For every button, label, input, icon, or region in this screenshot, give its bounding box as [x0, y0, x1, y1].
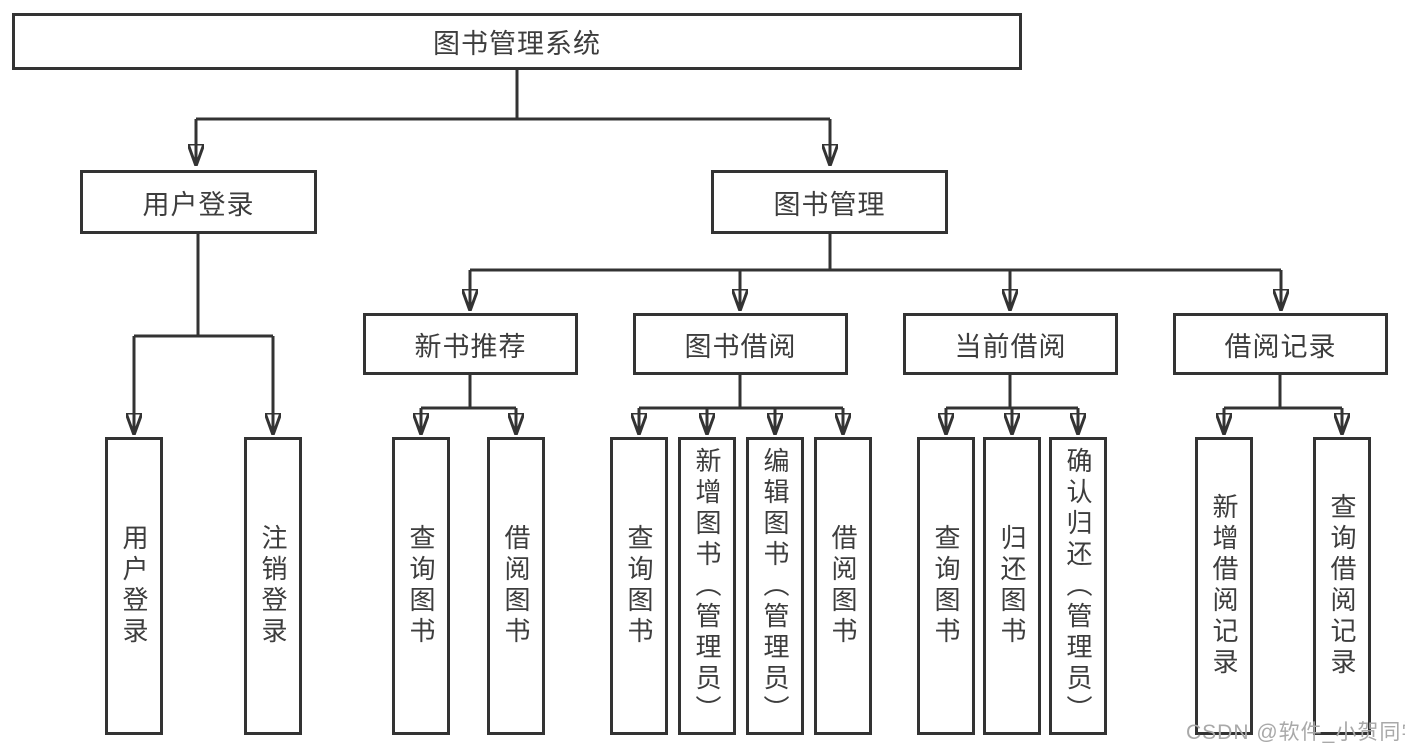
leaf-query-borrow-record: 查询借阅记录	[1313, 437, 1371, 735]
node-label: 用户登录	[119, 524, 149, 648]
leaf-borrow-books-new-book: 借阅图书	[487, 437, 545, 735]
node-new-book-recommend: 新书推荐	[363, 313, 578, 375]
node-label: 图书管理	[773, 189, 886, 220]
node-label: 注销登录	[258, 524, 288, 648]
node-label: 借阅图书	[501, 524, 531, 648]
node-label: 用户登录	[142, 189, 255, 220]
leaf-confirm-return-admin: 确认归还（管理员）	[1049, 437, 1107, 735]
node-label: 图书借阅	[684, 331, 797, 362]
node-current-borrowing: 当前借阅	[903, 313, 1118, 375]
node-label: 查询图书	[406, 524, 436, 648]
node-library-system: 图书管理系统	[12, 13, 1022, 70]
connector-book-management	[470, 234, 1281, 309]
leaf-add-books-admin: 新增图书（管理员）	[678, 437, 736, 735]
leaf-user-login: 用户登录	[105, 437, 163, 735]
leaf-query-books-new-book: 查询图书	[392, 437, 450, 735]
node-label: 确认归还（管理员）	[1063, 446, 1093, 726]
node-label: 查询图书	[931, 524, 961, 648]
node-book-borrowing: 图书借阅	[633, 313, 848, 375]
leaf-query-books-borrowing: 查询图书	[610, 437, 668, 735]
node-label: 查询图书	[624, 524, 654, 648]
connector-book-borrowing	[639, 375, 843, 433]
node-user-login: 用户登录	[80, 170, 317, 234]
node-label: 编辑图书（管理员）	[760, 446, 790, 726]
connector-user-login	[134, 234, 273, 433]
node-book-management: 图书管理	[711, 170, 948, 234]
connector-root	[196, 70, 830, 164]
connector-new-book-recommend	[421, 375, 516, 433]
leaf-query-books-current: 查询图书	[917, 437, 975, 735]
watermark-csdn: CSDN @软件_小贺同学	[1186, 721, 1405, 744]
node-label: 新书推荐	[414, 331, 527, 362]
node-label: 查询借阅记录	[1327, 493, 1357, 679]
node-label: 图书管理系统	[433, 29, 601, 59]
node-label: 借阅记录	[1224, 331, 1337, 362]
node-label: 当前借阅	[954, 331, 1067, 362]
leaf-edit-books-admin: 编辑图书（管理员）	[746, 437, 804, 735]
node-label: 新增借阅记录	[1209, 493, 1239, 679]
connector-borrow-records	[1224, 375, 1342, 433]
leaf-add-borrow-record: 新增借阅记录	[1195, 437, 1253, 735]
node-label: 新增图书（管理员）	[692, 446, 722, 726]
connector-current-borrowing	[946, 375, 1078, 433]
leaf-return-books: 归还图书	[983, 437, 1041, 735]
leaf-logout: 注销登录	[244, 437, 302, 735]
node-borrow-records: 借阅记录	[1173, 313, 1388, 375]
node-label: 借阅图书	[828, 524, 858, 648]
node-label: 归还图书	[997, 524, 1027, 648]
leaf-borrow-books-borrowing: 借阅图书	[814, 437, 872, 735]
